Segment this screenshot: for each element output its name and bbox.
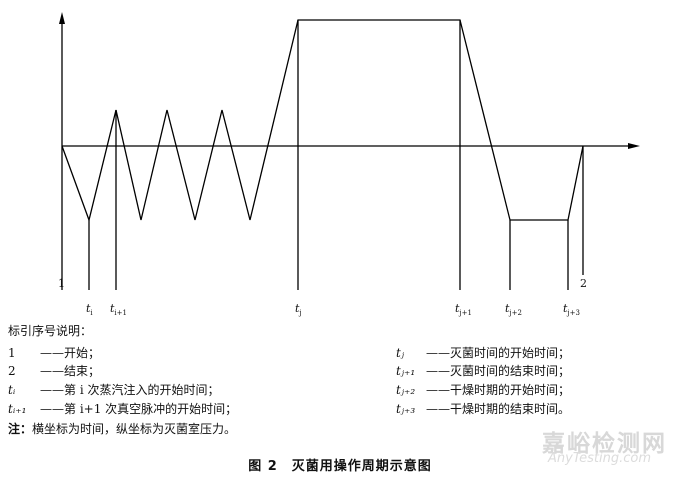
legend-left-item: tᵢ₊₁——第 i+1 次真空脉冲的开始时间； — [8, 402, 238, 416]
time-label-tj3: tj+3 — [563, 302, 580, 317]
note-text: 横坐标为时间，纵坐标为灭菌室压力。 — [32, 422, 237, 436]
legend-right-item: tⱼ₊₃——干燥时期的结束时间。 — [396, 402, 571, 416]
time-label-ti1: ti+1 — [110, 302, 127, 317]
watermark-title: 嘉峪检测网 — [542, 431, 667, 457]
legend-note: 注：横坐标为时间，纵坐标为灭菌室压力。 — [8, 422, 236, 436]
time-label-tj2: tj+2 — [505, 302, 522, 317]
legend-right-item: tⱼ₊₁——灭菌时间的结束时间； — [396, 364, 571, 378]
y-axis-arrow — [59, 12, 65, 24]
legend-left-item: 2——结束； — [8, 364, 101, 378]
note-label: 注： — [8, 422, 33, 436]
legend-left-item: 1——开始； — [8, 346, 101, 360]
legend-right-item: tⱼ——灭菌时间的开始时间； — [396, 346, 571, 360]
start-label: 1 — [58, 277, 65, 290]
time-label-tj: tj — [295, 302, 302, 317]
time-label-ti: ti — [86, 302, 93, 317]
x-axis-arrow — [628, 143, 640, 149]
watermark-url: AnyTesting.com — [548, 451, 652, 466]
end-label: 2 — [580, 277, 587, 290]
time-label-tj1: tj+1 — [455, 302, 472, 317]
legend-right-item: tⱼ₊₂——干燥时期的开始时间； — [396, 383, 571, 397]
pressure-curve — [61, 19, 584, 223]
legend-heading: 标引序号说明： — [8, 324, 93, 338]
sterilization-cycle-diagram — [59, 12, 640, 290]
figure-caption: 图 2 灭菌用操作周期示意图 — [248, 459, 432, 474]
legend-left-item: tᵢ——第 i 次蒸汽注入的开始时间； — [8, 383, 220, 397]
